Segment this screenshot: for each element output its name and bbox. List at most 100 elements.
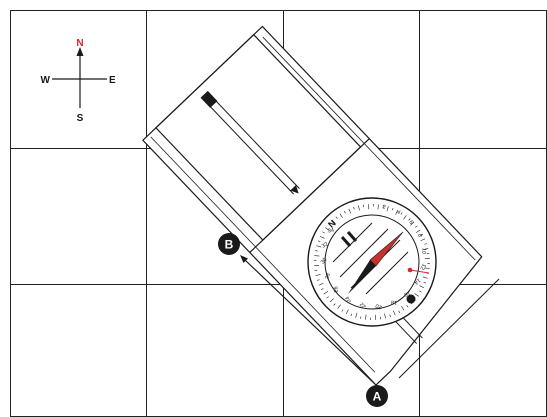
bezel-tick [348,208,352,214]
bezel-tick [420,233,424,236]
bezel-tick [419,290,422,293]
bezel-number: 32 [321,242,329,250]
bezel-tick [339,213,343,219]
bezel-tick [325,227,330,231]
bezel-tick [415,229,421,233]
bezel-tick [322,231,325,234]
bezel-tick [395,209,399,215]
bezel-tick [386,206,389,212]
bezel-number: 34 [327,228,334,235]
bezel-tick [345,309,349,315]
compass-capsule: 2 4 6 8 10 12 14 16 18 20 22 24 26 28 30… [307,197,437,327]
bezel-tick [314,255,320,257]
baseplate-right-marks [398,278,500,379]
bezel-number: 30 [320,257,329,266]
bezel-number: 10 [420,247,427,254]
index-dot [407,267,413,273]
marker-a-circle [366,385,388,407]
bezel-tick [419,285,425,289]
baseplate-scale-line [398,278,500,379]
rose-west-label: W [41,75,51,86]
bezel-tick [414,293,419,297]
route-arrowhead-icon [240,255,248,263]
bezel-tick [384,313,386,319]
marker-b-circle [218,233,240,255]
bezel-tick [341,309,344,312]
route-line [244,259,377,386]
bezel-tick [326,296,329,299]
bezel-tick [415,225,418,228]
bezel-tick [319,235,325,239]
rose-north-label: N [76,38,83,49]
bezel-tick [392,310,396,316]
bezel-number: 12 [419,262,427,270]
bezel-tick [317,240,321,243]
bezel-tick [403,215,407,220]
bezel-tick [328,223,331,226]
bezel-tick [398,310,401,314]
bezel-number: 18 [391,299,397,305]
bezel-tick [318,282,324,286]
bezel-tick [422,276,428,279]
lid-sight-line-1 [203,99,295,195]
bezel-number: 22 [359,301,368,310]
bezel-tick [408,218,411,221]
bezel-tick [389,314,391,318]
bezel-tick [333,303,336,306]
index-pointer-line [409,269,430,274]
compass-rose: N S E W [41,38,116,124]
bezel-tick [406,305,409,308]
route [240,255,377,386]
bezel-tick [335,216,338,219]
bezel-north-letter: N [326,218,338,230]
orienting-arrow-right [346,231,358,242]
bezel-tick [331,219,336,224]
marker-a-label: A [373,390,382,404]
bezel-tick [316,245,322,248]
bezel-tick [315,274,321,276]
bezel-number: 6 [407,220,414,226]
bezel-tick [337,304,341,309]
bezel-number: 4 [395,209,401,216]
bezel-number: 14 [413,277,422,286]
bezel-tick [391,207,394,211]
marker-a: A [366,385,388,407]
bezel-tick [320,288,324,291]
bezel-tick [365,314,367,320]
bezel-tick [316,279,320,281]
bezel-tick [353,206,355,210]
marker-b: B [218,233,240,255]
bezel-tick [424,243,428,245]
bezel-tick [423,248,429,250]
needle-south-half [348,260,376,294]
bezel-tick [358,205,360,211]
marker-b-label: B [225,238,234,252]
north-arrow-icon [76,47,84,56]
orienting-arrow-left [340,236,352,247]
bezel-tick [424,267,430,269]
bezel-tick [343,210,346,214]
lid-pointer-icon [290,184,299,194]
orienting-line [332,222,373,263]
bezel-tick [410,221,415,226]
bezel-tick [323,291,329,295]
bezel-tick [401,305,405,311]
bezel-tick [423,281,427,284]
orienting-line [365,251,409,295]
lid-sight-notch [200,90,218,108]
lid-sight-line-2 [209,94,300,189]
rose-south-label: S [77,113,84,124]
bezel-tick [329,298,334,303]
bezel-number: 20 [375,302,383,310]
bezel-number: 28 [324,273,332,281]
bezel-number: 16 [403,290,411,298]
baseplate-edge-line [150,136,376,373]
baseplate-edge-line-right [262,36,476,261]
bezel-number: 24 [345,295,353,303]
bezel-tick [377,204,379,210]
luminous-dot [406,294,416,304]
rose-east-label: E [109,75,116,86]
bezel-tick [420,238,426,242]
bezel-numbers: 2 4 6 8 10 12 14 16 18 20 22 24 26 28 30… [320,204,427,310]
